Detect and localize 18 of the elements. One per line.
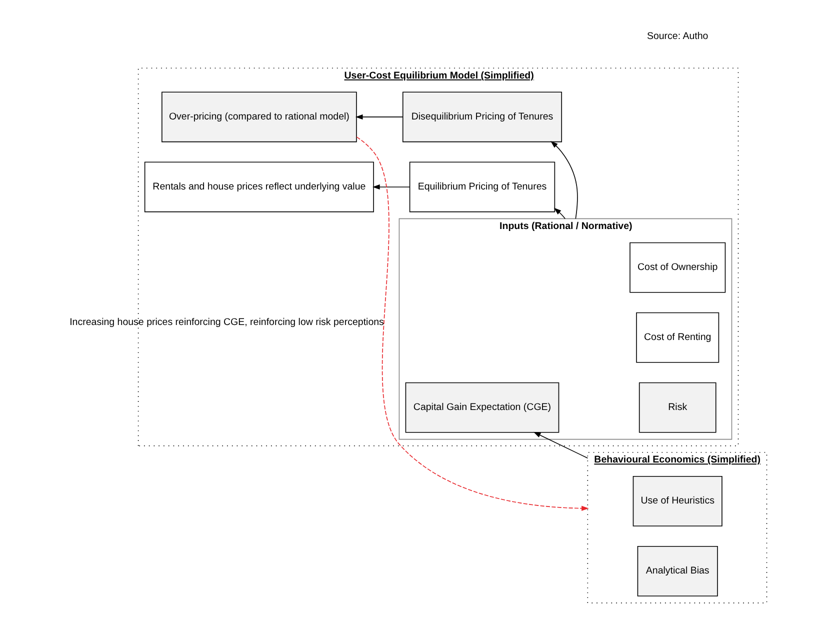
- arrow: [356, 136, 588, 511]
- node-box: Equilibrium Pricing of Tenures: [408, 162, 555, 212]
- node-box: Cost of Ownership: [629, 242, 726, 293]
- arrow: [553, 208, 566, 220]
- node-box: Risk: [638, 382, 716, 433]
- edge-label: Increasing house prices reinforcing CGE, reinforcing low risk perceptions: [69, 316, 384, 328]
- node-box: Capital Gain Expectation (CGE): [404, 382, 559, 433]
- node-box: Cost of Renting: [636, 312, 719, 363]
- node-box: Over-pricing (compared to rational model): [161, 92, 356, 142]
- node-box: Analytical Bias: [636, 546, 718, 596]
- arrow: [372, 184, 410, 190]
- arrow: [550, 140, 578, 220]
- arrow: [532, 432, 588, 459]
- node-box: Disequilibrium Pricing of Tenures: [402, 92, 562, 142]
- label: Source: Autho: [646, 30, 708, 42]
- node-box: Rentals and house prices reflect underlying value: [144, 162, 374, 212]
- node-box: Use of Heuristics: [632, 476, 722, 526]
- arrow: [354, 114, 403, 120]
